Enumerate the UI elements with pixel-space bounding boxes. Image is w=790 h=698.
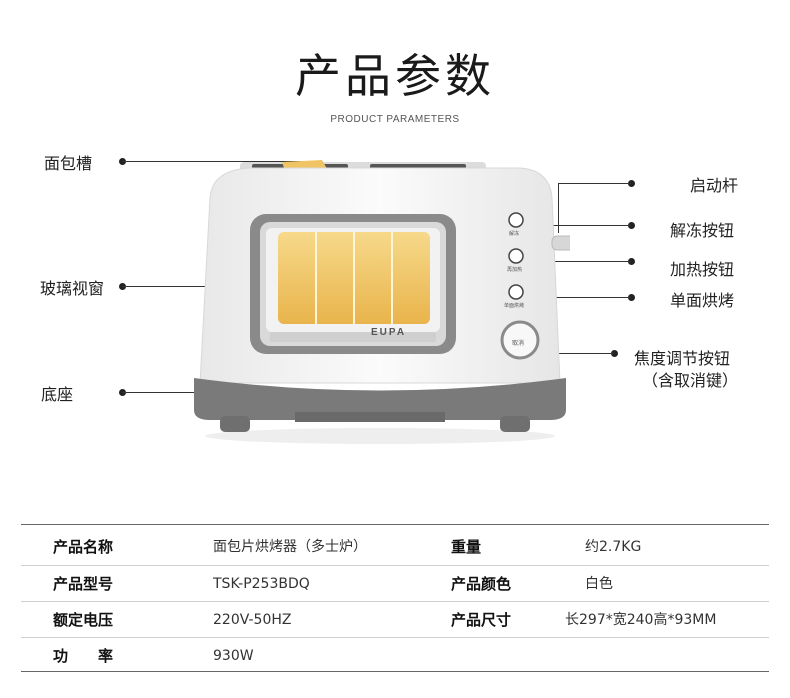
callout-line-bread-slot (122, 161, 322, 162)
spec-table: 产品名称 面包片烘烤器（多士炉） 重量 约2.7KG 产品型号 TSK-P253… (21, 524, 769, 672)
callout-dot-lever (628, 180, 635, 187)
callout-dot-defrost (628, 222, 635, 229)
spec-value: 白色 (585, 576, 613, 592)
callout-line-glass-window (122, 286, 270, 287)
single-side-button-label: 单面烘烤 (504, 303, 525, 309)
callout-single-side: 单面烘烤 (670, 291, 735, 310)
callout-line-single-side (520, 297, 631, 298)
callout-defrost-button: 解冻按钮 (670, 221, 735, 240)
callout-dot-single-side (628, 294, 635, 301)
reheat-button-label: 再加热 (507, 267, 523, 273)
spec-value: 220V-50HZ (213, 612, 292, 628)
callout-glass-window: 玻璃视窗 (40, 279, 105, 298)
callout-dot-reheat (628, 258, 635, 265)
callout-line-base (122, 392, 208, 393)
callout-line-defrost (520, 225, 631, 226)
defrost-button-label: 解冻 (509, 231, 520, 237)
callout-dot-browning-knob (611, 350, 618, 357)
spec-row: 产品名称 面包片烘烤器（多士炉） 重量 约2.7KG (21, 529, 769, 565)
spec-label: 产品型号 (53, 575, 114, 593)
spec-row: 功 率 930W (21, 637, 769, 674)
callout-browning-knob: 焦度调节按钮 (634, 349, 731, 368)
spec-value: 930W (213, 648, 254, 664)
spec-row: 额定电压 220V-50HZ 产品尺寸 长297*宽240高*93MM (21, 601, 769, 638)
callout-reheat-button: 加热按钮 (670, 260, 735, 279)
page-subtitle: PRODUCT PARAMETERS (330, 114, 460, 125)
toaster-image (190, 158, 579, 448)
spec-label: 产品名称 (53, 538, 114, 556)
spec-value: 面包片烘烤器（多士炉） (213, 539, 367, 555)
callout-bread-slot: 面包槽 (44, 154, 93, 173)
spec-label: 功 率 (53, 647, 114, 665)
spec-row: 产品型号 TSK-P253BDQ 产品颜色 白色 (21, 565, 769, 602)
callout-browning-knob-note: （含取消键） (642, 371, 739, 390)
spec-value: 约2.7KG (585, 539, 642, 555)
callout-line-reheat (520, 261, 631, 262)
spec-value: TSK-P253BDQ (213, 576, 310, 592)
spec-label: 额定电压 (53, 611, 114, 629)
spec-label: 产品尺寸 (451, 611, 512, 629)
brand-logo: EUPA (371, 327, 407, 338)
callout-line-lever (558, 183, 631, 184)
knob-label: 取消 (512, 340, 525, 347)
callout-line-lever-vertical (558, 183, 559, 233)
spec-label: 产品颜色 (451, 575, 512, 593)
spec-label: 重量 (451, 538, 482, 556)
callout-lever: 启动杆 (690, 176, 739, 195)
page-title: 产品参数 (295, 49, 495, 103)
spec-value: 长297*宽240高*93MM (565, 612, 717, 628)
callout-base: 底座 (41, 385, 74, 404)
toaster-illustration (194, 160, 579, 444)
callout-line-browning-knob (534, 353, 614, 354)
